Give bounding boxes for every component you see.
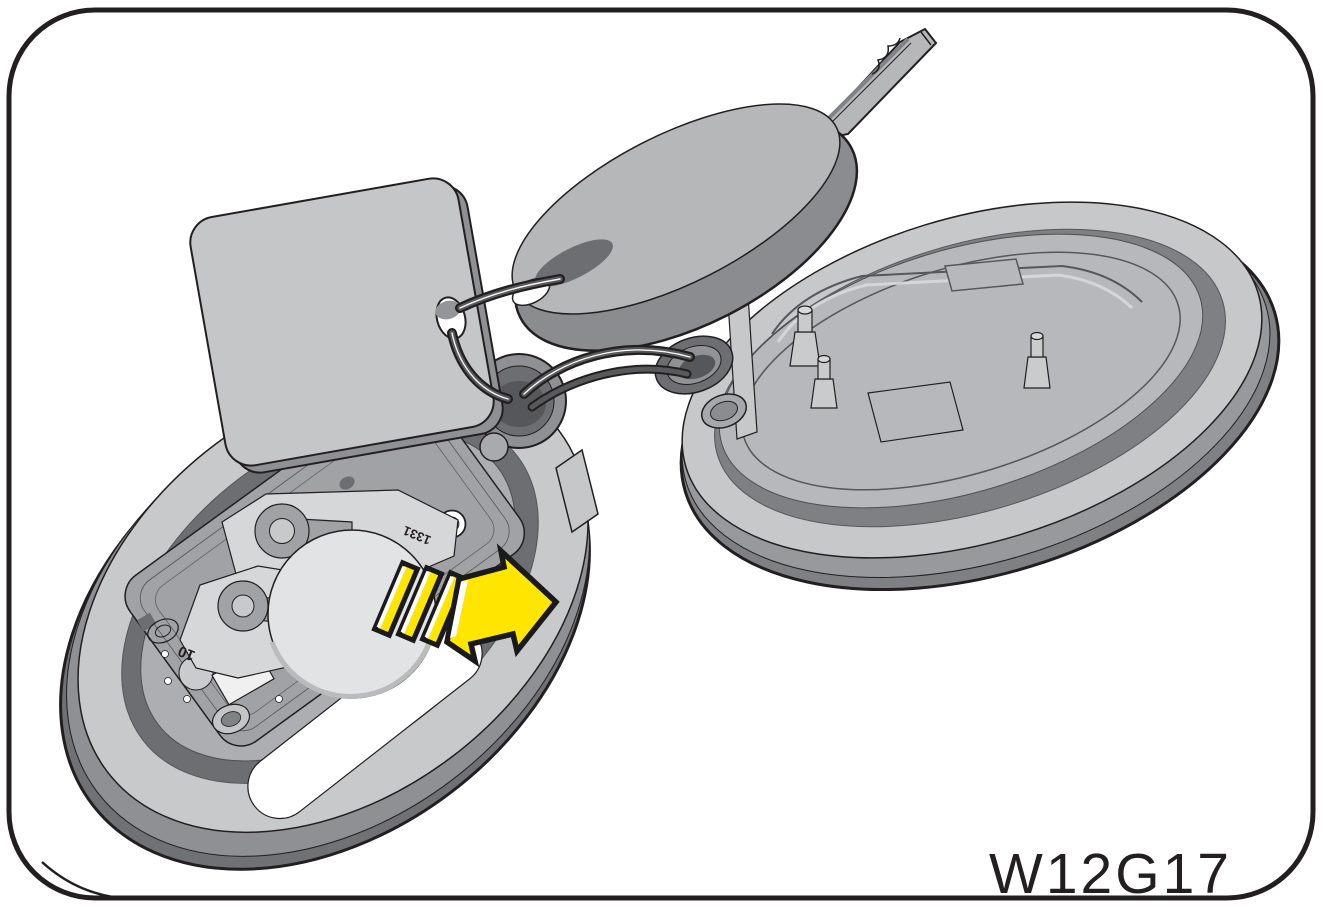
latch-notch [944, 258, 1024, 292]
pcb-marking-bottom: 10 [176, 642, 198, 664]
cord-tag-to-post [447, 328, 513, 404]
solder-pads [161, 650, 283, 703]
figure-border [6, 7, 1316, 901]
inner-plate [867, 381, 964, 443]
inner-compartment-wall [771, 264, 1143, 335]
catch-wedge [555, 448, 599, 534]
key-fob-back-cover [654, 201, 1281, 592]
slide-arrow [371, 543, 560, 668]
cord-post-to-cover [519, 345, 695, 412]
cord-tag-to-key [455, 274, 565, 313]
key-tag-plate [189, 177, 504, 474]
key-fob-front-housing: 1331 10 [59, 353, 599, 871]
figure-code: W12G17 [989, 842, 1232, 906]
key-blade [805, 27, 938, 144]
lanyard-cord [447, 274, 695, 412]
interior-posts [789, 305, 1051, 409]
arrow-body [443, 543, 560, 668]
key-ring-recess [535, 239, 613, 287]
shadow-arc [41, 861, 121, 900]
key [511, 27, 938, 352]
key-head [511, 103, 859, 352]
